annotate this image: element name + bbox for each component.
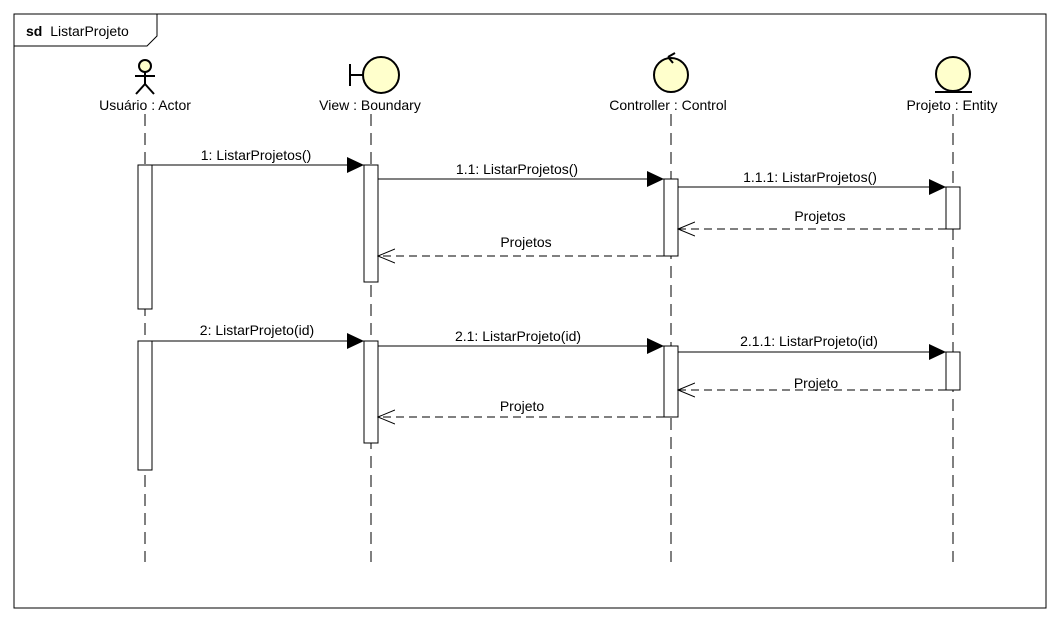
message-label-m7: 2.1: ListarProjeto(id) [455,328,581,344]
actor-icon [135,59,155,95]
frame-name: ListarProjeto [50,23,129,39]
activation-projeto-1 [945,186,961,230]
message-label-m2: 1.1: ListarProjetos() [456,161,578,177]
activation-usuario-1 [137,164,153,310]
message-label-m5: Projetos [500,234,551,250]
activation-usuario-2 [137,340,153,471]
message-label-m10: Projeto [500,398,545,414]
message-label-m1: 1: ListarProjetos() [201,147,311,163]
entity-icon [935,56,972,93]
sd-frame: sd ListarProjeto [13,13,1047,609]
activation-view-2 [363,340,379,444]
activation-controller-1 [663,178,679,257]
participant-label-view: View : Boundary [319,97,421,113]
participant-label-projeto: Projeto : Entity [906,97,997,113]
activation-projeto-2 [945,351,961,391]
frame-keyword: sd [26,23,42,39]
message-label-m4: Projetos [794,208,845,224]
activation-controller-2 [663,345,679,418]
participant-label-controller: Controller : Control [609,97,727,113]
message-label-m6: 2: ListarProjeto(id) [200,322,314,338]
activation-view-1 [363,164,379,283]
message-label-m8: 2.1.1: ListarProjeto(id) [740,333,878,349]
message-label-m3: 1.1.1: ListarProjetos() [743,169,877,185]
control-icon [653,52,689,93]
participant-label-usuario: Usuário : Actor [99,97,191,113]
frame-title: sd ListarProjeto [26,23,129,39]
message-label-m9: Projeto [794,375,839,391]
boundary-icon [349,56,400,94]
